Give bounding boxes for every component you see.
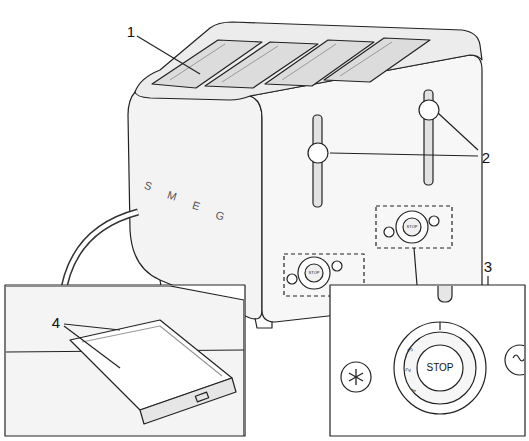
button-text: STOP [407,225,418,229]
brand-letter: M [166,189,178,202]
reheat-symbol [513,355,524,361]
dial-number: 3 [406,347,414,352]
slot-grilles [170,42,392,82]
dial-number: 1 [409,387,417,394]
bread-slots [152,38,430,88]
defrost-button [341,362,371,392]
dial-ring [404,332,476,404]
leader-line [330,153,478,156]
toaster-top [135,22,482,100]
callout-number: 1 [127,24,135,39]
lever-knob [419,100,439,120]
dial-mark [439,322,440,330]
crumb-tray [70,320,232,410]
leader-line [137,36,200,74]
tray-grip [195,392,208,402]
dial-number: 2 [404,367,412,372]
callout-number: 3 [484,259,492,274]
leader-line [64,326,120,368]
leader-line [438,113,478,150]
leader-line [64,324,120,330]
toaster-front [250,55,482,322]
dashed-frame [376,206,452,248]
reheat-button [505,345,524,375]
stop-button [417,345,463,391]
snowflake-symbol [349,369,363,385]
callout-number: 4 [52,315,60,330]
inset-frame [330,285,525,436]
toaster-base [6,286,244,436]
button-text: STOP [426,363,453,373]
tray-rim [82,326,222,376]
foot [255,318,272,328]
timer-dial [394,322,486,414]
callout-number: 2 [482,150,490,165]
brand-letter: S [143,180,153,193]
button-text: STOP [309,271,320,275]
lever-knob [308,143,328,163]
inset-frame [5,285,245,436]
tray-handle [140,378,236,424]
lever-slot [438,286,452,302]
brand-letter: E [191,200,201,213]
brand-letter: G [214,209,226,222]
